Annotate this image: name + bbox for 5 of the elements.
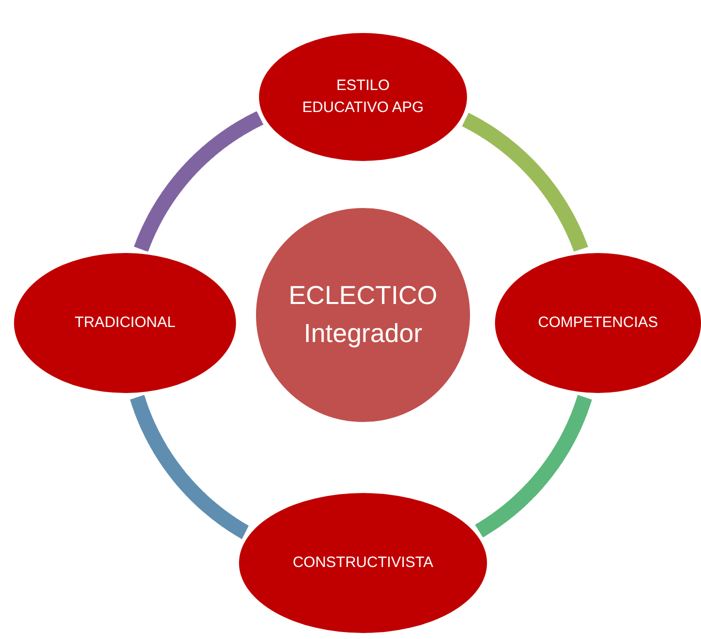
node-label: TRADICIONAL [74,313,176,334]
node-label: COMPETENCIAS [538,313,658,334]
node-label: ESTILO EDUCATIVO APG [301,76,425,118]
node-label: ECLECTICO Integrador [288,279,438,350]
node-label: CONSTRUCTIVISTA [292,553,434,574]
